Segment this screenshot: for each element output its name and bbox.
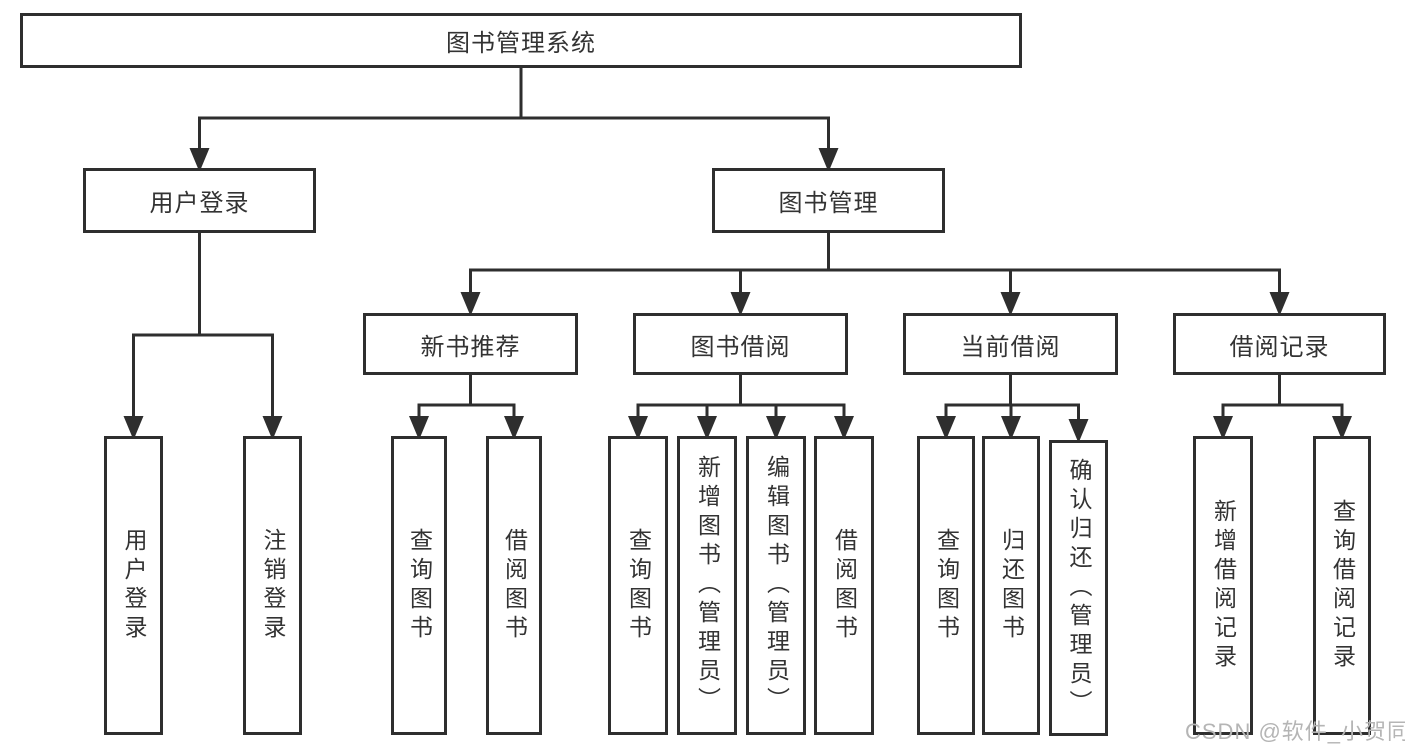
node-label: 注销登录 xyxy=(260,527,286,644)
node-label: 借阅图书 xyxy=(501,527,528,644)
node-user-login: 用户登录 xyxy=(83,168,316,233)
tree-edge-lines xyxy=(132,66,1344,421)
node-book-borrowing: 图书借阅 xyxy=(633,313,848,375)
node-label: 编辑图书（管理员） xyxy=(763,455,790,716)
node-label: 新书推荐 xyxy=(420,333,521,361)
node-current-borrowing: 当前借阅 xyxy=(903,313,1118,375)
leaf-records-query-record: 查询借阅记录 xyxy=(1313,436,1371,735)
node-label: 查询借阅记录 xyxy=(1329,498,1356,673)
leaf-recommend-borrow-books: 借阅图书 xyxy=(486,436,542,735)
leaf-borrow-edit-books-admin: 编辑图书（管理员） xyxy=(746,436,806,735)
node-label: 新增图书（管理员） xyxy=(694,455,721,716)
node-borrowing-records: 借阅记录 xyxy=(1173,313,1386,375)
node-label: 当前借阅 xyxy=(960,333,1061,361)
leaf-current-confirm-return-admin: 确认归还（管理员） xyxy=(1049,440,1108,736)
node-label: 查询图书 xyxy=(625,527,652,644)
node-label: 用户登录 xyxy=(121,527,147,644)
leaf-records-add-record: 新增借阅记录 xyxy=(1193,436,1253,735)
node-label: 用户登录 xyxy=(149,190,250,217)
node-new-book-recommend: 新书推荐 xyxy=(363,313,578,375)
node-book-management: 图书管理 xyxy=(712,168,945,233)
node-label: 借阅记录 xyxy=(1229,333,1330,361)
leaf-borrow-borrow-books: 借阅图书 xyxy=(814,436,874,735)
node-label: 图书管理系统 xyxy=(446,30,596,57)
node-label: 归还图书 xyxy=(998,527,1025,644)
node-label: 查询图书 xyxy=(933,527,960,644)
leaf-logout: 注销登录 xyxy=(243,436,302,735)
csdn-watermark: CSDN @软件_小贺同学 xyxy=(1185,719,1405,744)
leaf-borrow-add-books-admin: 新增图书（管理员） xyxy=(677,436,737,735)
leaf-user-login: 用户登录 xyxy=(104,436,163,735)
leaf-current-query-books: 查询图书 xyxy=(917,436,975,735)
node-label: 借阅图书 xyxy=(831,527,858,644)
leaf-borrow-query-books: 查询图书 xyxy=(608,436,668,735)
arrowheads xyxy=(123,148,1352,443)
node-label: 查询图书 xyxy=(406,527,433,644)
leaf-current-return-books: 归还图书 xyxy=(982,436,1040,735)
node-label: 图书管理 xyxy=(778,190,879,217)
leaf-recommend-query-books: 查询图书 xyxy=(391,436,447,735)
node-label: 确认归还（管理员） xyxy=(1066,457,1092,719)
node-label: 新增借阅记录 xyxy=(1210,498,1237,673)
node-system-root: 图书管理系统 xyxy=(20,13,1022,68)
node-label: 图书借阅 xyxy=(690,333,791,361)
